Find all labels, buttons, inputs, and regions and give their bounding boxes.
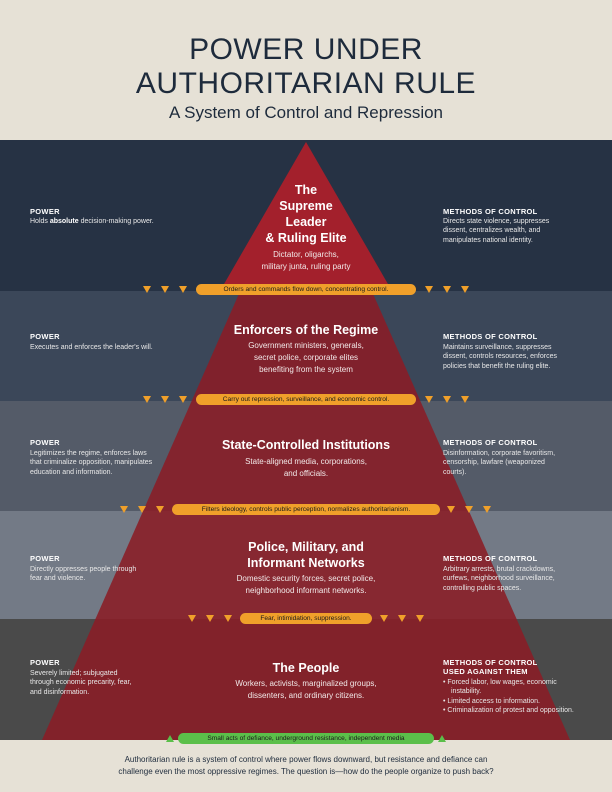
tier1-power-text: Holds absolute decision-making power.	[30, 218, 154, 225]
up-arrow-icon	[438, 735, 446, 742]
connector-4: Fear, intimidation, suppression.	[240, 613, 372, 624]
down-arrow-icon	[138, 506, 146, 513]
tier2-power-label: POWER	[30, 332, 60, 341]
tier3-methods-text: Disinformation, corporate favoritism, ce…	[443, 450, 556, 476]
tier3-subtitle: State-aligned media, corporations, and o…	[245, 457, 367, 478]
tier5-methods-label: METHODS OF CONTROL	[443, 658, 538, 667]
up-arrow-icon	[166, 735, 174, 742]
down-arrow-icon	[443, 286, 451, 293]
down-arrow-icon	[143, 286, 151, 293]
tier5-title: The People	[272, 661, 340, 675]
tier4-title: Police, Military, and Informant Networks	[247, 540, 365, 570]
tier1-methods-text: Directs state violence, suppresses disse…	[443, 218, 550, 244]
down-arrow-icon	[143, 396, 151, 403]
tier1-power-label: POWER	[30, 207, 60, 216]
tier4-power-text: Directly oppresses people through fear a…	[30, 566, 137, 583]
tier3-title: State-Controlled Institutions	[221, 438, 391, 452]
tier5-subtitle: Workers, activists, marginalized groups,…	[235, 679, 377, 700]
down-arrow-icon	[380, 615, 388, 622]
down-arrow-icon	[447, 506, 455, 513]
down-arrow-icon	[179, 286, 187, 293]
resistance-connector: Small acts of defiance, underground resi…	[178, 733, 434, 744]
tier3-power-text: Legitimizes the regime, enforces laws th…	[30, 450, 153, 476]
down-arrow-icon	[398, 615, 406, 622]
down-arrow-icon	[206, 615, 214, 622]
down-arrow-icon	[179, 396, 187, 403]
connector-1: Orders and commands flow down, concentra…	[196, 284, 416, 295]
tier2-title: Enforcers of the Regime	[233, 323, 379, 337]
down-arrow-icon	[156, 506, 164, 513]
tier3-power-label: POWER	[30, 438, 60, 447]
tier2-power-text: Executes and enforces the leader's will.	[30, 344, 153, 351]
tier1-title: The Supreme Leader & Ruling Elite	[265, 183, 347, 245]
down-arrow-icon	[461, 396, 469, 403]
tier5-methods-label-2: USED AGAINST THEM	[443, 667, 528, 676]
tier4-methods-label: METHODS OF CONTROL	[443, 554, 538, 563]
down-arrow-icon	[425, 396, 433, 403]
down-arrow-icon	[161, 286, 169, 293]
tier5-power-text: Severely limited; subjugated through eco…	[30, 670, 132, 696]
down-arrow-icon	[461, 286, 469, 293]
tier5-power-label: POWER	[30, 658, 60, 667]
tier4-subtitle: Domestic security forces, secret police,…	[236, 574, 376, 595]
tier2-subtitle: Government ministers, generals, secret p…	[248, 341, 364, 374]
footer-note: Authoritarian rule is a system of contro…	[118, 755, 494, 776]
down-arrow-icon	[224, 615, 232, 622]
tier4-power-label: POWER	[30, 554, 60, 563]
down-arrow-icon	[465, 506, 473, 513]
page-title-line2: AUTHORITARIAN RULE	[135, 67, 477, 100]
tier3-methods-label: METHODS OF CONTROL	[443, 438, 538, 447]
tier5-methods-list: • Forced labor, low wages, economic inst…	[443, 679, 574, 714]
tier1-methods-label: METHODS OF CONTROL	[443, 207, 538, 216]
down-arrow-icon	[188, 615, 196, 622]
down-arrow-icon	[161, 396, 169, 403]
page-title-line1: POWER UNDER	[189, 33, 423, 66]
tier2-methods-text: Maintains surveillance, suppresses disse…	[443, 344, 557, 370]
down-arrow-icon	[483, 506, 491, 513]
page-subtitle: A System of Control and Repression	[168, 103, 444, 122]
down-arrow-icon	[443, 396, 451, 403]
tier2-methods-label: METHODS OF CONTROL	[443, 332, 538, 341]
header: POWER UNDER AUTHORITARIAN RULE A System …	[0, 0, 612, 140]
tier4-methods-text: Arbitrary arrests, brutal crackdowns, cu…	[443, 566, 556, 592]
tier1-subtitle: Dictator, oligarchs, military junta, rul…	[261, 250, 351, 271]
down-arrow-icon	[425, 286, 433, 293]
connector-3: Filters ideology, controls public percep…	[172, 504, 440, 515]
down-arrow-icon	[120, 506, 128, 513]
down-arrow-icon	[416, 615, 424, 622]
connector-2: Carry out repression, surveillance, and …	[196, 394, 416, 405]
